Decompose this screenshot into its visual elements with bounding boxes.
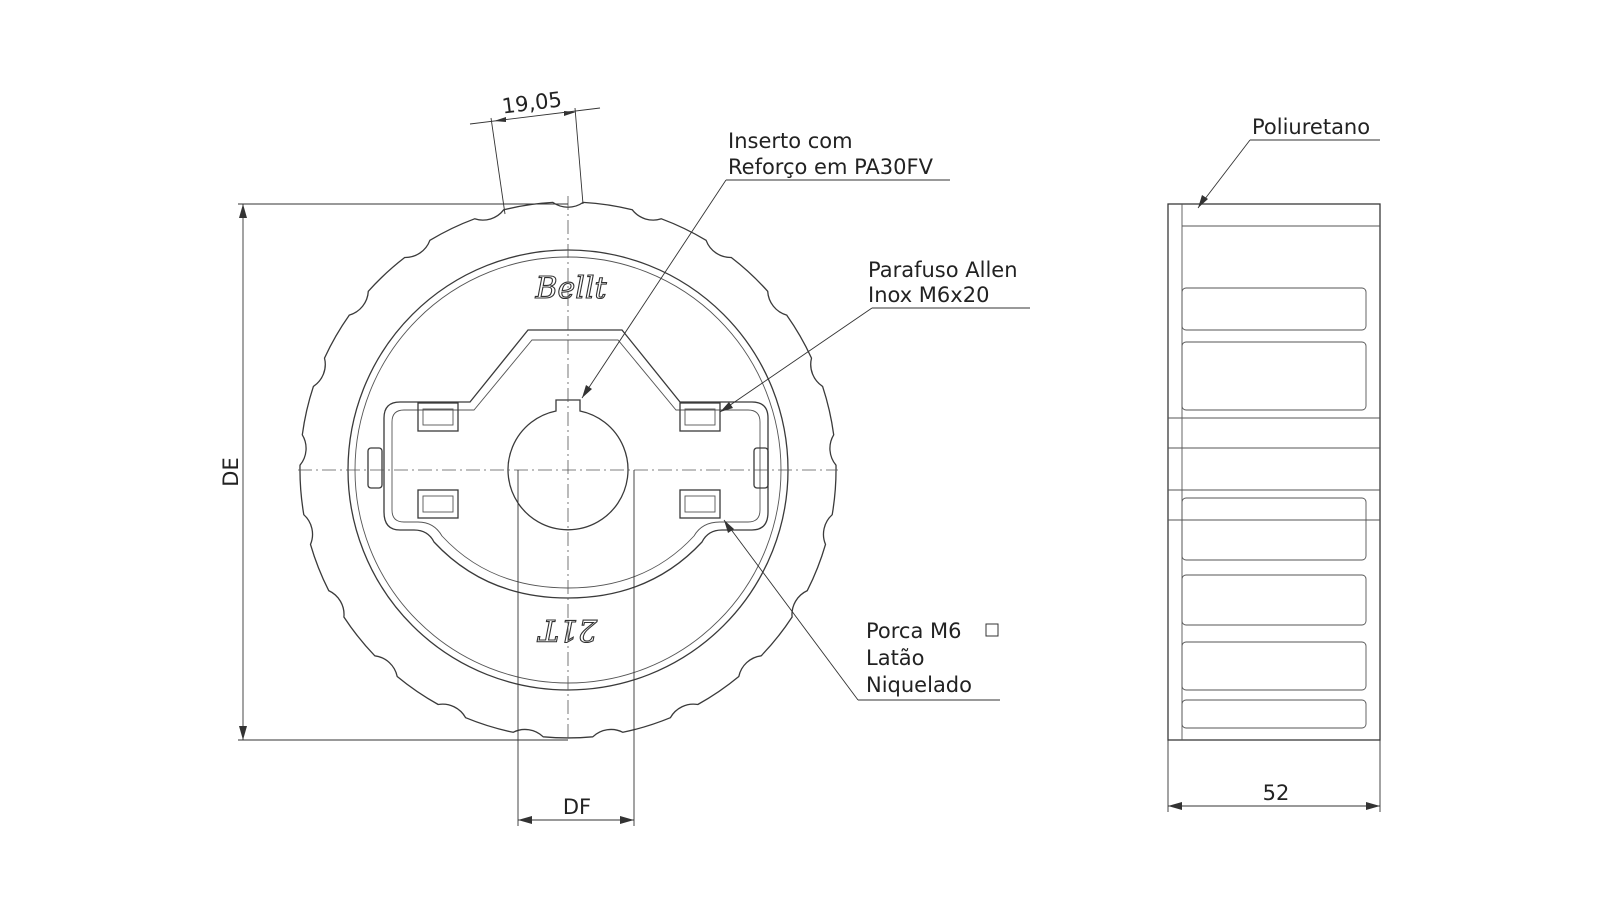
sprocket-side-view xyxy=(1167,203,1381,741)
bore-diameter-label: DF xyxy=(563,795,591,819)
side-teeth-group xyxy=(1181,287,1367,729)
nut-callout-line1: Porca M6 xyxy=(866,619,962,643)
nut-pocket-bottom-right xyxy=(679,489,721,519)
nut-callout: Porca M6 Latão Niquelado xyxy=(723,519,1000,701)
insert-callout-line2: Reforço em PA30FV xyxy=(728,155,934,179)
screw-hole-left xyxy=(367,447,383,489)
nut-pocket-inner-top-left xyxy=(422,408,454,426)
nut-pocket-top-left xyxy=(417,402,459,432)
side-tooth-band xyxy=(1181,641,1367,691)
width-dimension: 52 xyxy=(1167,740,1381,812)
nut-pocket-inner-bottom-right xyxy=(684,495,716,513)
pitch-dimension: 19,05 xyxy=(469,87,601,215)
screw-hole-right xyxy=(753,447,769,489)
bore-diameter-dimension: DF xyxy=(517,470,635,826)
nut-pocket-inner-top-right xyxy=(684,408,716,426)
insert-callout-line1: Inserto com xyxy=(728,129,853,153)
insert-outline xyxy=(383,329,769,599)
coating-callout-label: Poliuretano xyxy=(1252,115,1370,139)
outer-diameter-label: DE xyxy=(219,457,243,486)
brand-marking: Bellt xyxy=(534,271,607,306)
sprocket-front-view: Bellt 21T xyxy=(298,196,838,740)
side-tooth-band xyxy=(1181,699,1367,729)
side-tooth-band xyxy=(1181,287,1367,331)
insert-inner-outline xyxy=(391,339,761,589)
outer-diameter-dimension: DE xyxy=(219,203,568,741)
bore-with-keyway xyxy=(507,399,629,531)
nut-pocket-top-right xyxy=(679,402,721,432)
sprocket-teeth-outline xyxy=(299,201,837,739)
side-tooth-band xyxy=(1181,341,1367,411)
width-value: 52 xyxy=(1263,781,1290,805)
side-tooth-band xyxy=(1181,497,1367,561)
coating-callout: Poliuretano xyxy=(1197,115,1380,209)
nut-callout-line3: Niquelado xyxy=(866,673,972,697)
screw-callout-line2: Inox M6x20 xyxy=(868,283,989,307)
screw-callout: Parafuso Allen Inox M6x20 xyxy=(719,258,1030,413)
screw-callout-line1: Parafuso Allen xyxy=(868,258,1018,282)
insert-callout: Inserto com Reforço em PA30FV xyxy=(581,129,950,399)
side-tooth-band xyxy=(1181,574,1367,626)
side-body-outline xyxy=(1167,203,1381,741)
nut-pocket-bottom-left xyxy=(417,489,459,519)
nut-pocket-inner-bottom-left xyxy=(422,495,454,513)
square-symbol-icon xyxy=(985,623,999,637)
nut-callout-line2: Latão xyxy=(866,646,925,670)
teeth-count-marking: 21T xyxy=(537,612,598,647)
